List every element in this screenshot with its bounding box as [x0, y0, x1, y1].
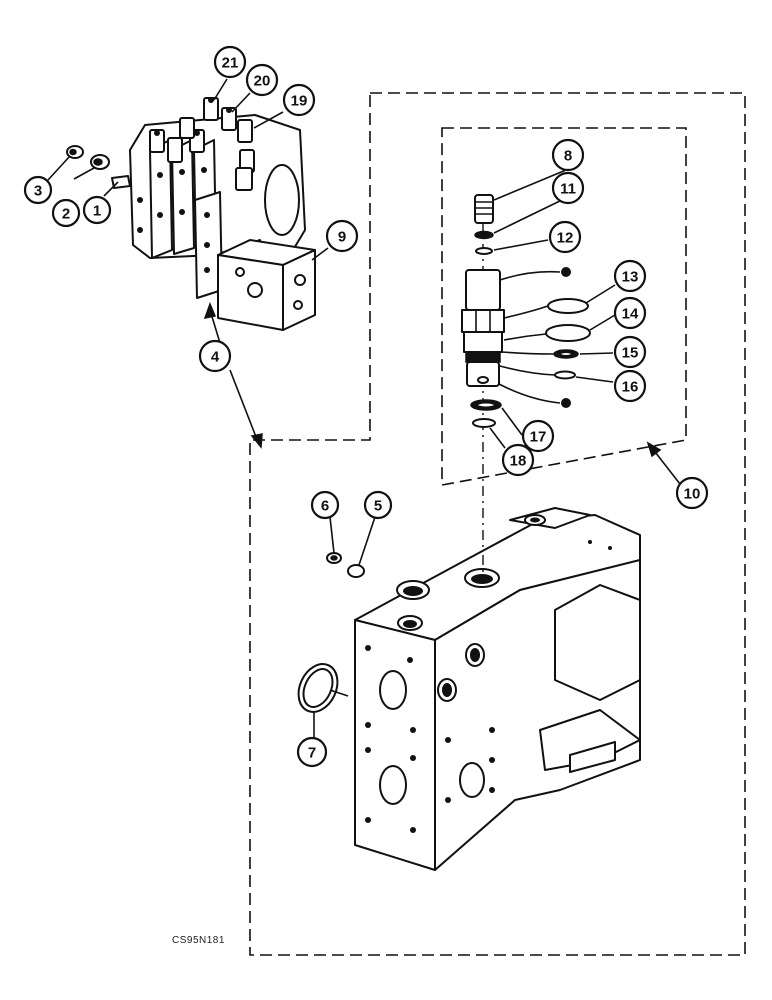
- callout-20: 20: [245, 63, 279, 97]
- detail-boundary-relief-valve: [441, 127, 687, 486]
- callout-4-label: 4: [211, 349, 220, 366]
- figure-code: CS95N181: [172, 935, 225, 946]
- callout-5-label: 5: [374, 498, 382, 515]
- callout-20-label: 20: [254, 73, 271, 90]
- callout-14: 14: [613, 296, 647, 330]
- callout-15-label: 15: [622, 345, 639, 362]
- o-ring-part-5: [347, 564, 365, 578]
- callout-4: 4: [198, 339, 232, 373]
- callout-12: 12: [548, 220, 582, 254]
- callout-16-label: 16: [622, 379, 639, 396]
- o-ring-part-7: [297, 663, 339, 713]
- callout-2: 2: [51, 198, 81, 228]
- callout-16: 16: [613, 369, 647, 403]
- callout-1-label: 1: [93, 203, 101, 220]
- callout-13: 13: [613, 259, 647, 293]
- callout-11: 11: [551, 171, 585, 205]
- callout-21: 21: [213, 45, 247, 79]
- washer-part-2: [90, 154, 110, 170]
- callout-18-label: 18: [510, 453, 527, 470]
- callout-17-label: 17: [530, 429, 547, 446]
- callout-5: 5: [363, 490, 393, 520]
- callout-18: 18: [501, 443, 535, 477]
- callout-17: 17: [521, 419, 555, 453]
- callout-12-label: 12: [557, 230, 574, 247]
- callout-21-label: 21: [222, 55, 239, 72]
- callout-9: 9: [325, 219, 359, 253]
- callout-11-label: 11: [560, 181, 576, 198]
- callout-7-label: 7: [308, 745, 316, 762]
- callout-3: 3: [23, 175, 53, 205]
- callout-2-label: 2: [62, 206, 70, 223]
- callout-8-label: 8: [564, 148, 572, 165]
- callout-10: 10: [675, 476, 709, 510]
- callout-15: 15: [613, 335, 647, 369]
- callout-19-label: 19: [291, 93, 308, 110]
- relief-valve-cartridge: [461, 194, 591, 555]
- callout-6: 6: [310, 490, 340, 520]
- callout-9-label: 9: [338, 229, 346, 246]
- detail-boundary-outer: [249, 92, 746, 956]
- callout-14-label: 14: [622, 306, 639, 323]
- callout-6-label: 6: [321, 498, 329, 515]
- callout-13-label: 13: [622, 269, 639, 286]
- plug-part-6: [326, 552, 342, 564]
- relief-block-part-9: [217, 239, 316, 331]
- callout-1: 1: [82, 195, 112, 225]
- callout-3-label: 3: [34, 183, 42, 200]
- callout-7: 7: [296, 736, 328, 768]
- callout-10-label: 10: [684, 486, 701, 503]
- leader-lines: [47, 78, 681, 738]
- valve-section-body: [354, 507, 641, 871]
- nut-part-3: [66, 145, 84, 159]
- callout-8: 8: [551, 138, 585, 172]
- callout-19: 19: [282, 83, 316, 117]
- valve-bank-assembly: [111, 97, 306, 299]
